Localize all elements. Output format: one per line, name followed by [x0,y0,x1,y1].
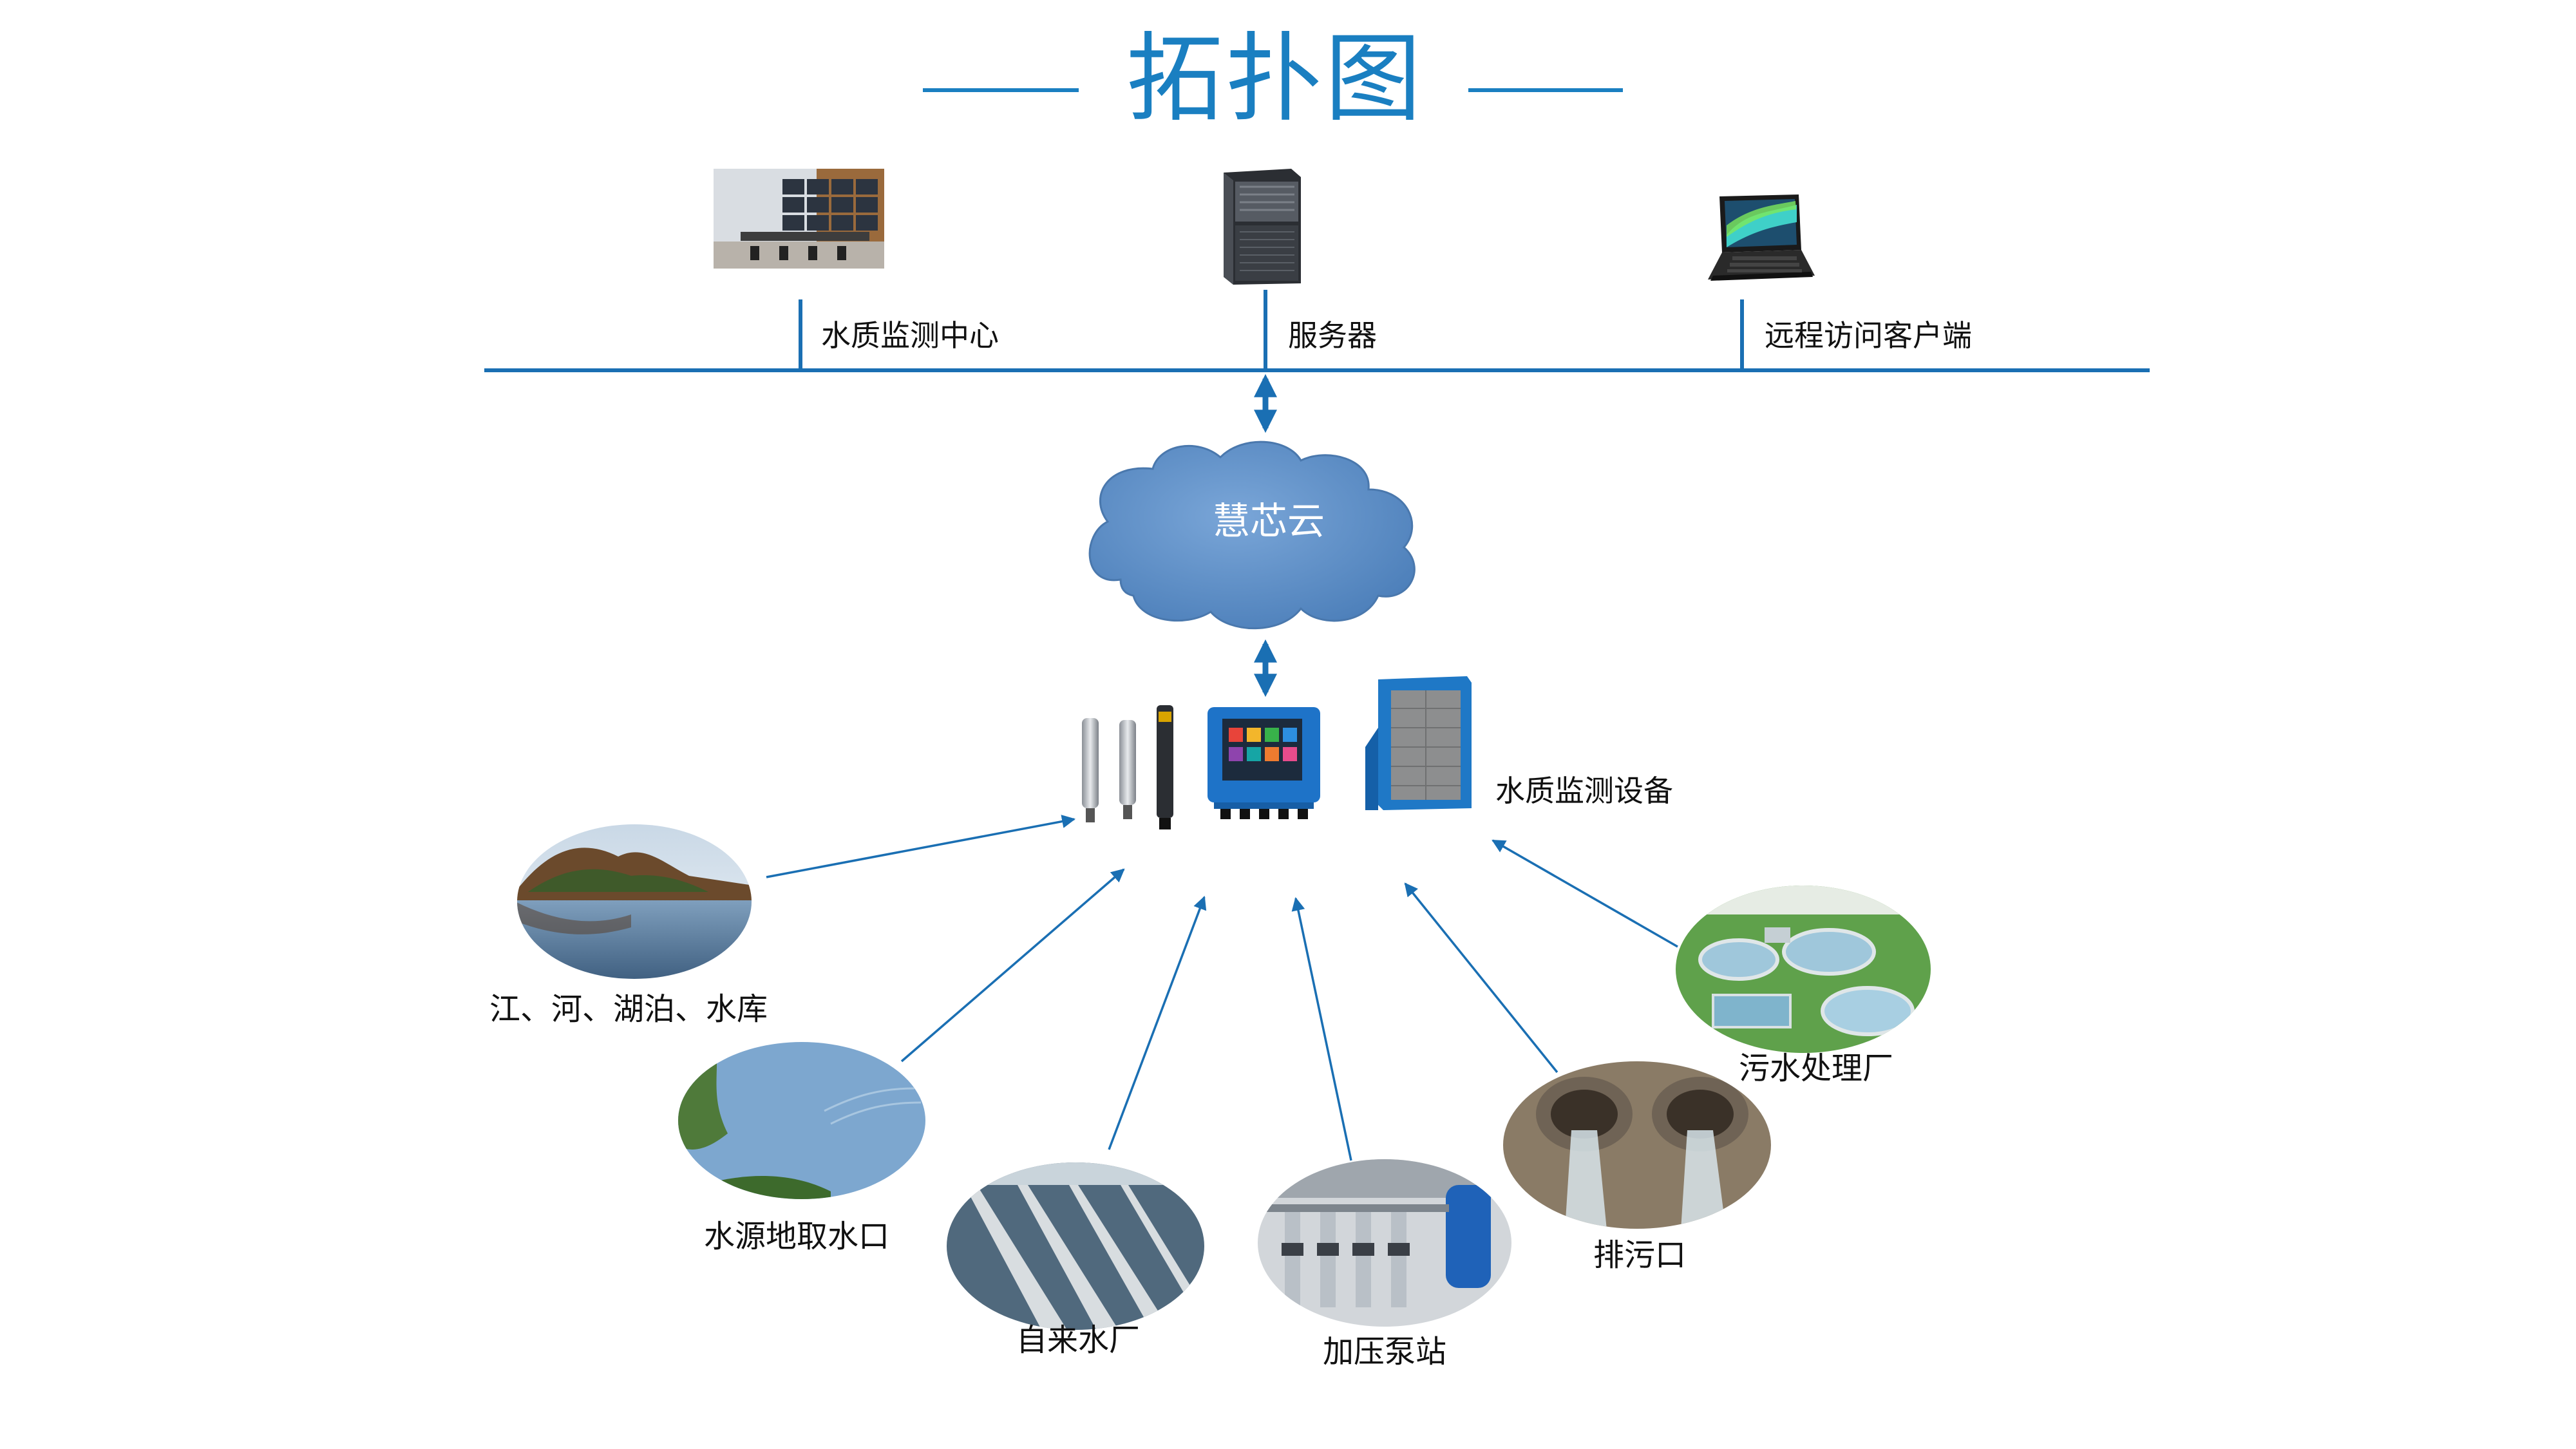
source-label-outfall: 排污口 [1593,1237,1687,1273]
sensor-probe-icon [1082,705,1173,829]
sewage-plant-photo-icon [1676,886,1931,1053]
outfall-photo-icon [1503,1061,1771,1229]
laptop-icon [1708,194,1815,281]
source-label-pump-station: 加压泵站 [1323,1334,1447,1370]
pump-station-photo-icon [1258,1159,1511,1327]
source-label-sewage-plant: 污水处理厂 [1739,1050,1894,1086]
source-label-waterworks: 自来水厂 [1016,1322,1141,1358]
monitoring-cabinet-icon [1365,676,1472,810]
server-tower-icon [1224,169,1301,285]
source-label-lakes: 江、河、湖泊、水库 [489,991,768,1027]
controller-icon [1208,707,1320,819]
cloud-icon [1088,440,1416,630]
source-label-intake: 水源地取水口 [704,1218,890,1255]
device-group-label: 水质监测设备 [1495,773,1673,808]
network-bus [484,290,2150,372]
source-arrows [766,815,1678,1161]
label-monitoring-center: 水质监测中心 [821,318,999,353]
label-server: 服务器 [1288,318,1377,353]
reservoir-photo-icon [678,1042,925,1199]
monitor-center-icon [714,169,884,269]
label-remote-client: 远程访问客户端 [1765,318,1972,353]
lake-photo-icon [517,824,752,979]
page-title: 拓扑图 [1126,23,1424,135]
waterworks-photo-icon [947,1162,1204,1330]
cloud-label: 慧芯云 [1212,499,1325,543]
